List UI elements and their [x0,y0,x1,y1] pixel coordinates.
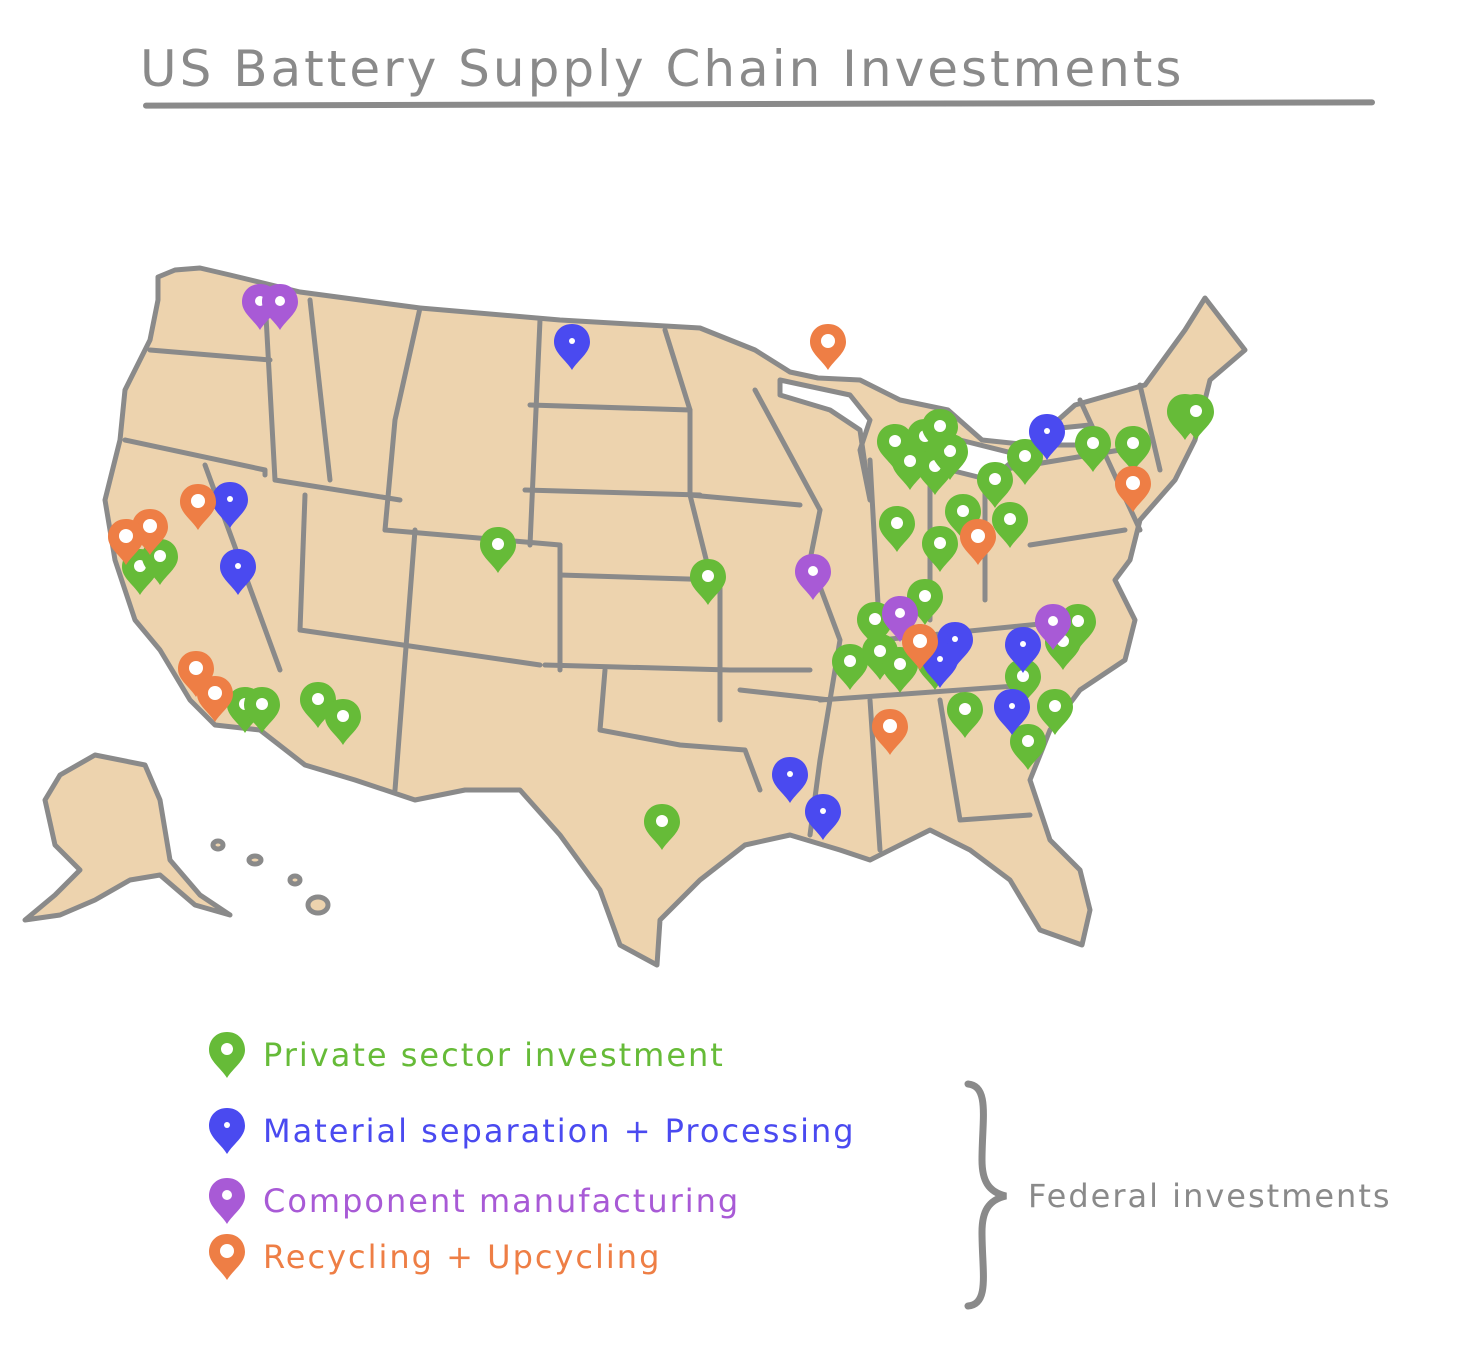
legend-label-component: Component manufacturing [263,1182,741,1220]
legend-label-recycling: Recycling + Upcycling [263,1238,662,1276]
map-pin-private [325,699,361,745]
map-pin-material [220,549,256,595]
map-pin-material [805,794,841,840]
map-pin-component [1035,604,1071,650]
map-pin-recycling [960,519,996,565]
map-pin-icon [209,1178,245,1224]
map-pin-private [244,687,280,733]
federal-brace [964,1080,1007,1310]
map-pin-private [690,559,726,605]
legend-material: Material separation + Processing [205,1106,856,1156]
map-pin-private [922,409,958,455]
map-pin-recycling [197,676,233,722]
map-pin-private [922,526,958,572]
map-pin-private [644,804,680,850]
map-pin-private [1037,689,1073,735]
map-pin-icon [209,1108,245,1154]
map-pin-material [554,324,590,370]
map-pin-recycling [180,484,216,530]
map-pin-icon [209,1032,245,1078]
legend-label-private: Private sector investment [263,1036,725,1074]
map-pin-material [1029,414,1065,460]
map-pin-recycling [902,624,938,670]
legend-recycling: Recycling + Upcycling [205,1232,661,1282]
alaska-shape [22,752,233,923]
map-pin-private [992,502,1028,548]
hawaii-islands [210,838,331,916]
investment-pins [108,284,1214,850]
map-pin-private [832,644,868,690]
map-pin-material [994,689,1030,735]
map-pin-recycling [1115,466,1151,512]
map-pin-material [1005,627,1041,673]
map-pin-private [977,462,1013,508]
legend-label-material: Material separation + Processing [263,1112,856,1150]
map-pin-material [212,482,248,528]
map-pin-private [879,506,915,552]
legend-component: Component manufacturing [205,1176,740,1226]
map-pin-component [262,284,298,330]
map-pin-private [1007,439,1043,485]
map-pin-private [480,527,516,573]
map-pin-private [892,444,928,490]
map-pin-recycling [108,519,144,565]
map-pin-recycling [872,709,908,755]
map-pin-private [1010,724,1046,770]
map-pin-component [795,554,831,600]
legend-private: Private sector investment [205,1030,725,1080]
map-pin-icon [209,1234,245,1280]
map-pin-material [772,757,808,803]
state-borders [122,295,1163,853]
page-title: US Battery Supply Chain Investments [140,40,1185,98]
map-pin-private [882,647,918,693]
map-pin-private [1075,426,1111,472]
map-pin-private [1115,426,1151,472]
map-pin-private [1178,394,1214,440]
federal-investments-label: Federal investments [1028,1177,1392,1215]
map-pin-recycling [810,324,846,370]
map-pin-private [947,692,983,738]
